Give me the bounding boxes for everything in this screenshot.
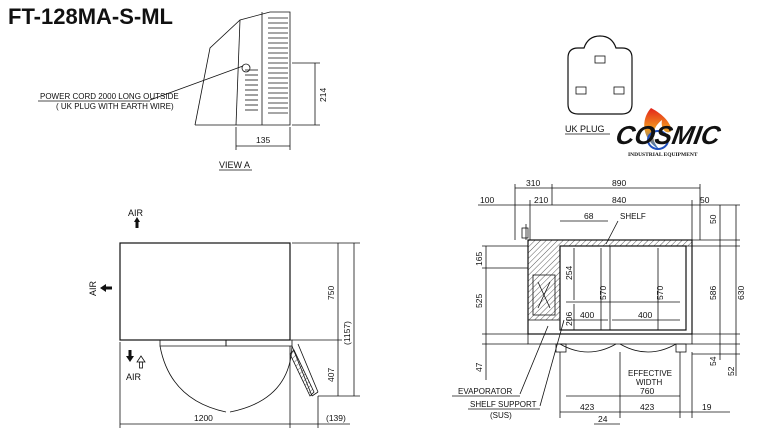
effective-width-label-2: WIDTH xyxy=(636,378,662,387)
right-dim-5: 52 xyxy=(726,366,736,376)
inner-dim-3: 570 xyxy=(598,286,608,300)
shelf-support-sub: (SUS) xyxy=(490,411,512,420)
shelf-label: SHELF xyxy=(620,212,646,221)
plan-width-dim: 1200 xyxy=(194,413,213,423)
shelf-width-2: 400 xyxy=(638,310,652,320)
bottom-small-dim: 24 xyxy=(598,414,608,424)
cord-note-line2: ( UK PLUG WITH EARTH WIRE) xyxy=(56,102,174,111)
globe-icon xyxy=(647,130,669,150)
plan-swing-dim: (139) xyxy=(326,413,346,423)
right-dim-1: 50 xyxy=(708,214,718,224)
plan-view-drawing: AIR AIR AIR 750 (1157) 407 xyxy=(88,208,360,428)
left-dim-3: 47 xyxy=(474,362,484,372)
evaporator-box xyxy=(532,274,556,316)
air-bottom-label: AIR xyxy=(126,372,142,382)
right-dim-2: 586 xyxy=(708,286,718,300)
view-a-drawing: POWER CORD 2000 LONG OUTSIDE ( UK PLUG W… xyxy=(38,11,328,171)
arrow-up-icon xyxy=(134,217,140,222)
top-dim-2: 890 xyxy=(612,178,626,188)
cosmic-logo: COSMIC INDUSTRIAL EQUIPMENT xyxy=(614,108,724,158)
arrow-down-icon xyxy=(126,356,134,362)
logo-tagline: INDUSTRIAL EQUIPMENT xyxy=(628,152,698,158)
air-top-label: AIR xyxy=(128,208,144,218)
shelf-dim: 68 xyxy=(584,211,594,221)
cord-note-line1: POWER CORD 2000 LONG OUTSIDE xyxy=(40,92,179,101)
live-pin-icon xyxy=(575,86,587,95)
second-dim-2: 210 xyxy=(534,195,548,205)
left-dim-2: 525 xyxy=(474,294,484,308)
cord-leader-line xyxy=(149,65,244,101)
section-view-drawing: 310 890 100 210 840 50 68 SHELF xyxy=(452,178,746,425)
right-dim-4: 54 xyxy=(708,356,718,366)
cord-grommet xyxy=(241,63,251,73)
view-a-height-dim: 214 xyxy=(318,88,328,102)
plan-depth-dim: 750 xyxy=(326,286,336,300)
neutral-pin-icon xyxy=(613,86,625,95)
effective-width-value: 760 xyxy=(640,386,654,396)
plan-door-dim: 407 xyxy=(326,368,336,382)
uk-plug-drawing: UK PLUG xyxy=(565,35,633,135)
right-dim-3: 630 xyxy=(736,286,746,300)
bottom-dim-1: 423 xyxy=(580,402,594,412)
logo-name: COSMIC xyxy=(614,120,724,150)
second-dim-1: 100 xyxy=(480,195,494,205)
shelf-support-label: SHELF SUPPORT xyxy=(470,400,537,409)
inner-dim-4: 570 xyxy=(655,286,665,300)
condenser-fins xyxy=(245,17,288,114)
second-dim-3: 840 xyxy=(612,195,626,205)
arrow-up-outline-icon xyxy=(136,355,146,363)
earth-pin-icon xyxy=(594,55,606,64)
top-dim-1: 310 xyxy=(526,178,540,188)
bottom-dim-2: 423 xyxy=(640,402,654,412)
second-dim-4: 50 xyxy=(700,195,710,205)
evaporator-label: EVAPORATOR xyxy=(458,387,512,396)
plan-total-dim: (1157) xyxy=(342,321,352,345)
left-dim-1: 165 xyxy=(474,252,484,266)
arrow-left-icon xyxy=(100,284,106,292)
uk-plug-label: UK PLUG xyxy=(565,124,605,134)
model-title: FT-128MA-S-ML xyxy=(8,4,173,29)
inner-dim-2: 206 xyxy=(564,312,574,326)
view-a-width-dim: 135 xyxy=(256,135,270,145)
shelf-width-1: 400 xyxy=(580,310,594,320)
effective-width-label-1: EFFECTIVE xyxy=(628,369,672,378)
air-left-label: AIR xyxy=(88,280,98,296)
view-a-label: VIEW A xyxy=(219,160,250,170)
flame-icon xyxy=(644,108,672,150)
inner-dim-1: 254 xyxy=(564,266,574,280)
bottom-dim-3: 19 xyxy=(702,402,712,412)
